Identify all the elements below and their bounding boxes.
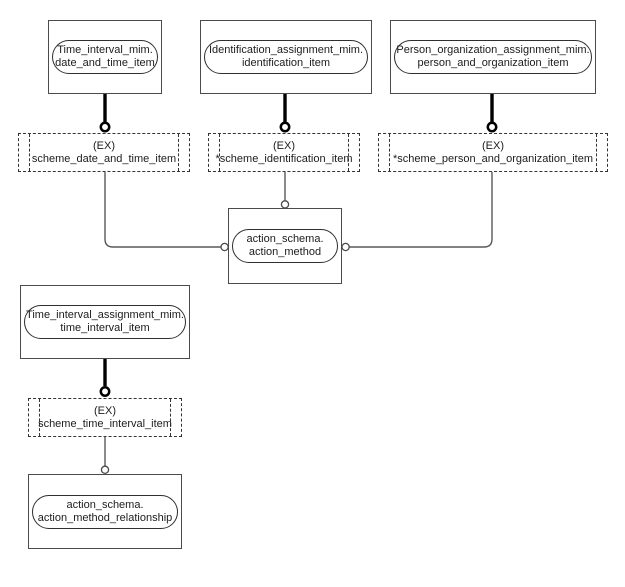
entity-label-line2: date_and_time_item <box>55 57 155 69</box>
entity-label-line2: action_method <box>248 246 322 258</box>
schema-ref-text: (EX) scheme_date_and_time_item <box>31 134 177 171</box>
open-circle-connector <box>280 200 290 209</box>
dashed-endcap-right <box>348 134 349 171</box>
entity-oval-action-method: action_schema. action_method <box>232 229 338 263</box>
schema-ref-scheme-person-and-organization-item: (EX) *scheme_person_and_organization_ite… <box>378 133 608 172</box>
schema-ref-text: (EX) scheme_time_interval_item <box>38 399 172 436</box>
schema-ref-name: scheme_time_interval_item <box>38 417 172 430</box>
entity-label-line1: action_schema. <box>246 233 324 245</box>
schema-ref-scheme-time-interval-item: (EX) scheme_time_interval_item <box>28 398 182 437</box>
entity-oval-action-method-relationship: action_schema. action_method_relationshi… <box>32 494 178 529</box>
entity-label-line2: time_interval_item <box>60 322 150 334</box>
bold-open-circle-connector <box>279 121 291 133</box>
entity-box-time-interval-assignment-mim: Time_interval_assignment_mim. time_inter… <box>20 285 190 359</box>
schema-ref-text: (EX) *scheme_identification_item <box>216 134 353 171</box>
entity-label-line2: person_and_organization_item <box>417 57 569 69</box>
entity-label-line1: Time_interval_mim. <box>57 44 153 56</box>
dashed-endcap-right <box>178 134 179 171</box>
entity-label-line2: action_method_relationship <box>37 511 173 524</box>
open-circle-connector <box>341 242 350 252</box>
schema-ref-prefix: (EX) <box>94 404 116 417</box>
schema-ref-scheme-date-and-time-item: (EX) scheme_date_and_time_item <box>18 133 190 172</box>
entity-label-line1: Time_interval_assignment_mim. <box>26 309 184 321</box>
schema-ref-name: scheme_date_and_time_item <box>31 152 177 165</box>
bold-open-circle-connector <box>99 121 111 133</box>
entity-box-person-organization-assignment-mim: Person_organization_assignment_mim. pers… <box>390 20 596 94</box>
entity-label-line1: Identification_assignment_mim. <box>208 44 364 56</box>
entity-box-time-interval-mim: Time_interval_mim. date_and_time_item <box>48 20 162 94</box>
dashed-endcap-right <box>170 399 171 436</box>
schema-ref-prefix: (EX) <box>482 139 504 152</box>
bold-open-circle-connector <box>486 121 498 133</box>
schema-ref-name: *scheme_person_and_organization_item <box>393 152 593 165</box>
schema-ref-name: *scheme_identification_item <box>215 152 353 165</box>
schema-ref-prefix: (EX) <box>93 139 115 152</box>
dashed-endcap-left <box>29 134 30 171</box>
thin-link-date-and-time-to-action-method <box>104 172 221 248</box>
schema-ref-scheme-identification-item: (EX) *scheme_identification_item <box>208 133 360 172</box>
entity-oval-person-organization-assignment-mim: Person_organization_assignment_mim. pers… <box>394 40 592 74</box>
entity-label-line2: identification_item <box>241 57 331 69</box>
schema-ref-prefix: (EX) <box>273 139 295 152</box>
entity-label-line1: action_schema. <box>66 498 144 511</box>
dashed-endcap-right <box>596 134 597 171</box>
open-circle-connector <box>100 465 110 475</box>
entity-box-identification-assignment-mim: Identification_assignment_mim. identific… <box>200 20 372 94</box>
entity-oval-identification-assignment-mim: Identification_assignment_mim. identific… <box>204 40 368 74</box>
bold-open-circle-connector <box>99 386 111 397</box>
entity-label-line1: Person_organization_assignment_mim. <box>396 44 590 56</box>
dashed-endcap-left <box>219 134 220 171</box>
entity-box-action-method: action_schema. action_method <box>228 208 342 284</box>
entity-oval-time-interval-assignment-mim: Time_interval_assignment_mim. time_inter… <box>24 305 186 339</box>
thin-link-person-organization-to-action-method <box>349 172 493 248</box>
dashed-endcap-left <box>389 134 390 171</box>
entity-box-action-method-relationship: action_schema. action_method_relationshi… <box>28 474 182 549</box>
schema-ref-text: (EX) *scheme_person_and_organization_ite… <box>391 134 595 171</box>
entity-oval-time-interval-mim: Time_interval_mim. date_and_time_item <box>52 40 158 74</box>
dashed-endcap-left <box>39 399 40 436</box>
